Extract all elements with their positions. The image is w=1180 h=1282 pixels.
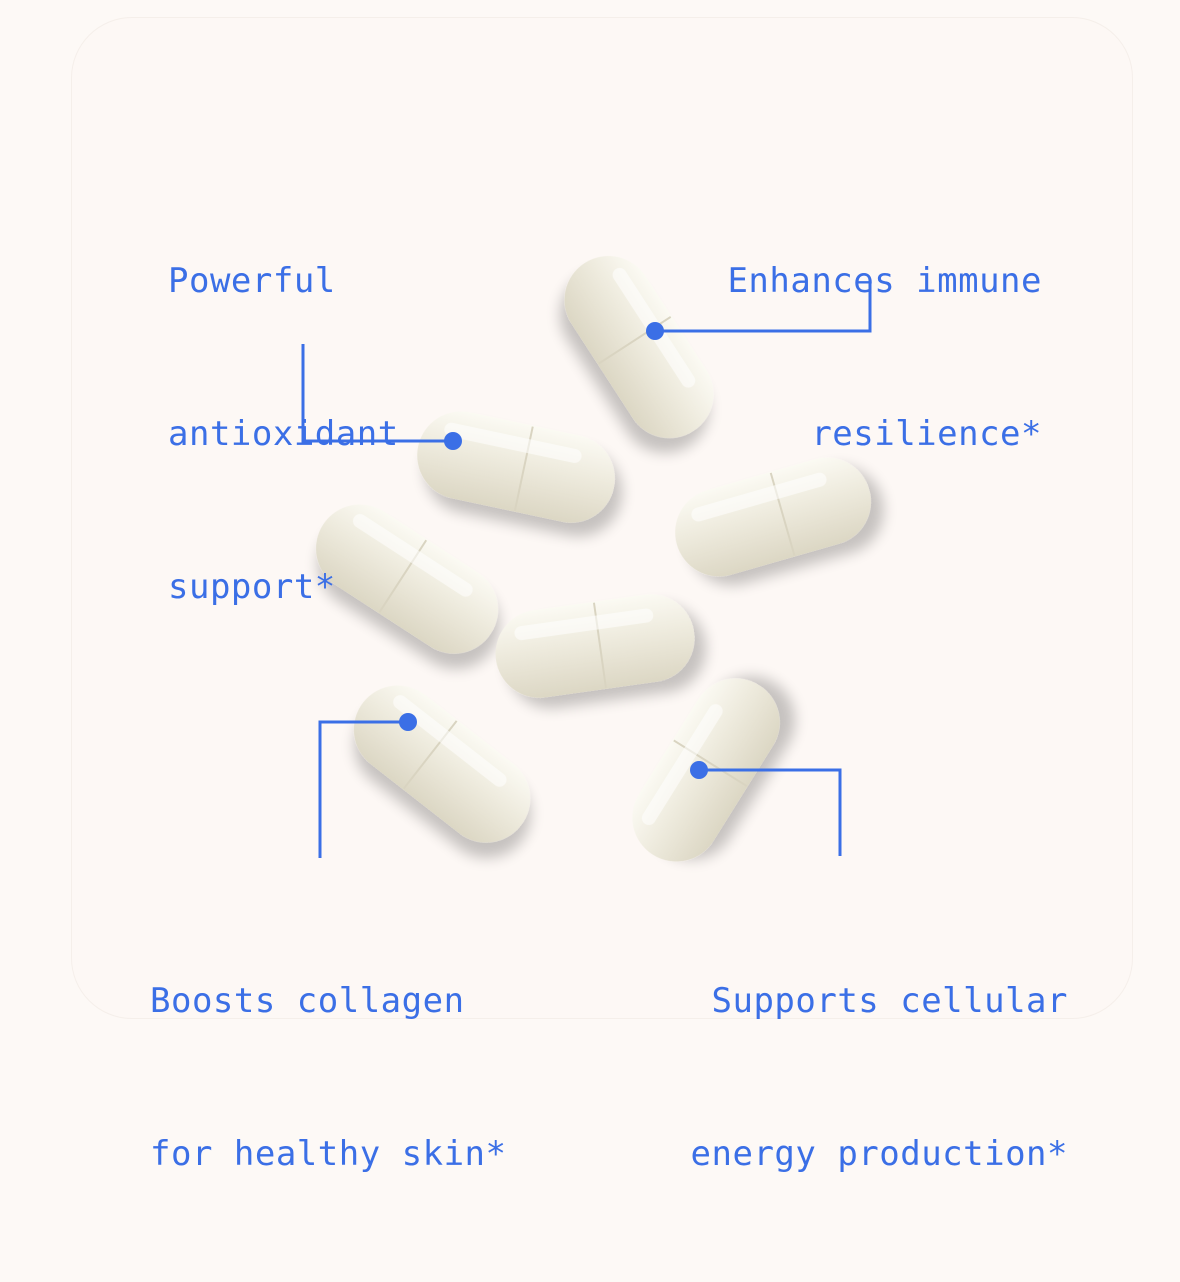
callout-collagen: Boosts collagen for healthy skin*	[150, 874, 507, 1282]
leader-line-collagen	[318, 720, 408, 858]
marker-dot-antioxidant	[444, 432, 462, 450]
callout-immune: Enhances immune resilience*	[727, 154, 1042, 562]
leader-line-immune	[655, 280, 872, 333]
capsules-illustration	[301, 256, 872, 862]
marker-dot-immune	[646, 322, 664, 340]
capsule-2	[417, 411, 615, 523]
leader-line-antioxidant	[301, 344, 453, 443]
callout-energy: Supports cellular energy production*	[691, 874, 1068, 1282]
callout-line: Enhances immune	[727, 261, 1042, 301]
capsule-1	[564, 256, 714, 438]
capsule-4	[316, 504, 498, 654]
callout-line: Boosts collagen	[150, 981, 465, 1021]
capsule-5	[495, 594, 695, 698]
callout-line: resilience*	[811, 414, 1042, 454]
marker-dot-collagen	[399, 713, 417, 731]
callout-line: Supports cellular	[711, 981, 1068, 1021]
callout-line: for healthy skin*	[150, 1134, 507, 1174]
capsule-6	[353, 685, 531, 843]
callout-line: energy production*	[690, 1134, 1068, 1174]
leader-line-energy	[699, 768, 842, 856]
capsule-3	[675, 457, 871, 577]
callout-antioxidant: Powerful antioxidant support*	[168, 154, 399, 715]
benefits-graphic: Powerful antioxidant support* Enhances i…	[150, 154, 1068, 1174]
marker-dot-energy	[690, 761, 708, 779]
callout-line: Powerful	[168, 261, 336, 301]
background-card	[72, 18, 1132, 1018]
callout-line: antioxidant	[168, 414, 399, 454]
callout-line: support*	[168, 567, 336, 607]
